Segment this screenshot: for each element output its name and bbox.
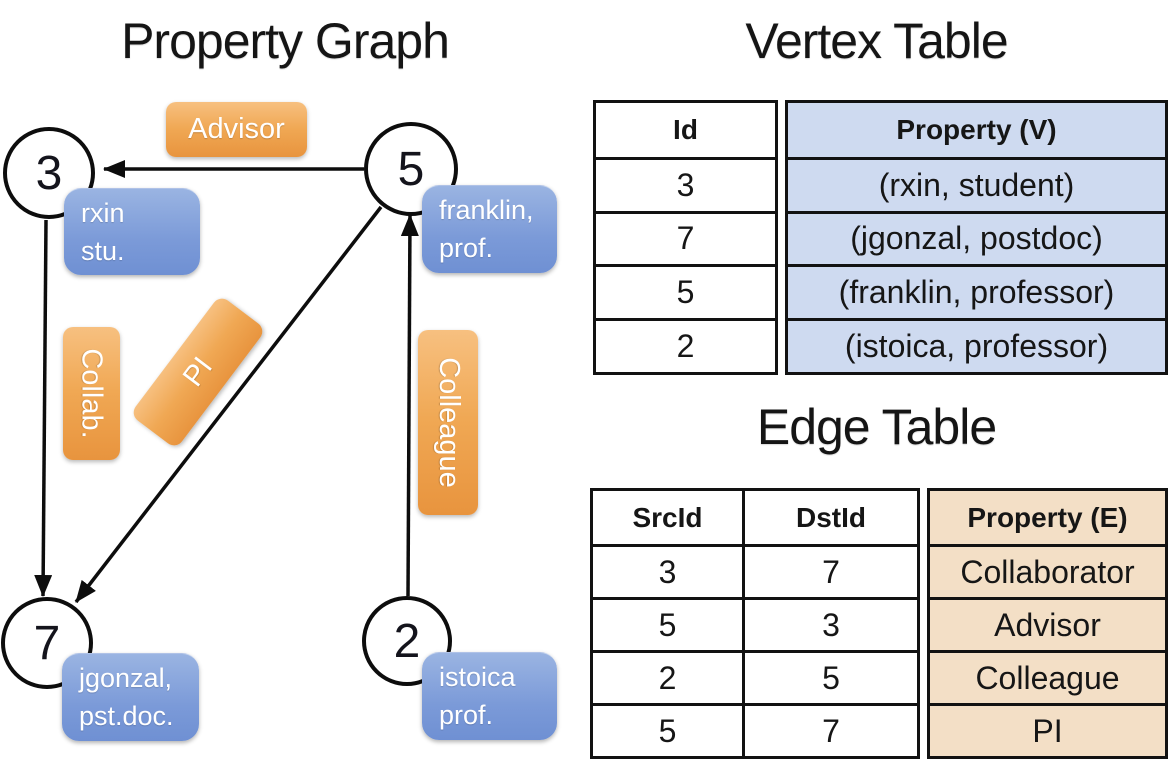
edge-label-collab: Collab. <box>63 327 120 460</box>
edge-table-cell: 7 <box>745 544 917 597</box>
vertex-table-cell: (rxin, student) <box>788 156 1165 211</box>
vertex-prop-3-line1: rxin <box>81 198 125 228</box>
edge-table-cell: 3 <box>745 597 917 650</box>
vertex-table-cell: 7 <box>596 210 775 265</box>
vertex-prop-5-line1: franklin, <box>439 195 534 225</box>
edge-table-header-dstid: DstId <box>796 501 866 533</box>
vertex-table-cell: 5 <box>596 264 775 318</box>
edge-table-cell: PI <box>930 703 1165 756</box>
edge-label-advisor-text: Advisor <box>188 113 285 145</box>
vertex-table-header-property: Property (V) <box>788 103 1165 157</box>
vertex-prop-box-3: rxin stu. <box>64 188 200 275</box>
edge-label-colleague: Colleague <box>418 330 478 515</box>
edge-label-advisor: Advisor <box>166 102 307 157</box>
vertex-table: Id 3 7 5 2 Property (V) (rxin, student) … <box>593 100 1168 375</box>
edge-colleague-arrow <box>400 214 419 597</box>
vertex-table-header-id: Id <box>673 113 698 145</box>
edge-table-header-property: Property (E) <box>930 491 1165 544</box>
property-graph-title: Property Graph <box>121 13 450 69</box>
vertex-prop-5-line2: prof. <box>439 233 494 263</box>
edge-table-property-column: Property (E) Collaborator Advisor Collea… <box>927 488 1168 759</box>
vertex-prop-7-line2: pst.doc. <box>79 701 174 731</box>
vertex-table-cell: 2 <box>596 318 775 372</box>
vertex-prop-box-5: franklin, prof. <box>422 185 557 273</box>
edge-table: SrcId DstId 3 7 5 3 2 5 5 7 Property (E)… <box>590 488 1168 759</box>
edge-table-header-srcid: SrcId <box>593 491 745 544</box>
vertex-table-cell: (istoica, professor) <box>788 318 1165 372</box>
edge-table-title: Edge Table <box>756 399 997 455</box>
vertex-table-id-column: Id 3 7 5 2 <box>593 100 778 375</box>
vertex-node-5-id: 5 <box>397 142 425 196</box>
edge-table-cell: 5 <box>593 597 745 650</box>
vertex-prop-2-line2: prof. <box>439 700 494 730</box>
vertex-node-3-id: 3 <box>35 146 63 200</box>
vertex-table-cell: (franklin, professor) <box>788 264 1165 319</box>
edge-table-cell: 5 <box>745 650 917 703</box>
vertex-prop-2-line1: istoica <box>439 662 516 692</box>
edge-table-cell: 5 <box>593 703 745 756</box>
edge-table-cell: 3 <box>593 544 745 597</box>
vertex-node-5: 5 <box>364 122 458 216</box>
vertex-table-property-column: Property (V) (rxin, student) (jgonzal, p… <box>785 100 1168 375</box>
vertex-node-2-id: 2 <box>393 614 421 668</box>
edge-pi-arrow <box>74 205 383 604</box>
vertex-table-title: Vertex Table <box>745 13 1008 69</box>
edge-label-collab-text: Collab. <box>76 348 108 439</box>
edge-table-id-columns: SrcId DstId 3 7 5 3 2 5 5 7 <box>590 488 920 759</box>
vertex-node-7-id: 7 <box>33 616 61 670</box>
vertex-node-2: 2 <box>362 596 452 686</box>
vertex-table-cell: (jgonzal, postdoc) <box>788 210 1165 265</box>
edge-label-pi-text: PI <box>176 351 219 393</box>
vertex-table-cell: 3 <box>596 156 775 211</box>
edge-table-cell: 7 <box>745 703 917 756</box>
vertex-prop-box-2: istoica prof. <box>422 652 557 740</box>
edge-table-cell: Advisor <box>930 597 1165 650</box>
edge-table-cell: Collaborator <box>930 544 1165 597</box>
edge-table-cell: Colleague <box>930 650 1165 703</box>
edge-table-cell: 2 <box>593 650 745 703</box>
vertex-prop-box-7: jgonzal, pst.doc. <box>62 653 199 741</box>
edge-label-colleague-text: Colleague <box>432 357 465 488</box>
edge-collaborator-arrow <box>34 219 53 597</box>
vertex-prop-3-line2: stu. <box>81 236 125 266</box>
vertex-prop-7-line1: jgonzal, <box>79 663 173 693</box>
graph-edges <box>34 160 419 604</box>
